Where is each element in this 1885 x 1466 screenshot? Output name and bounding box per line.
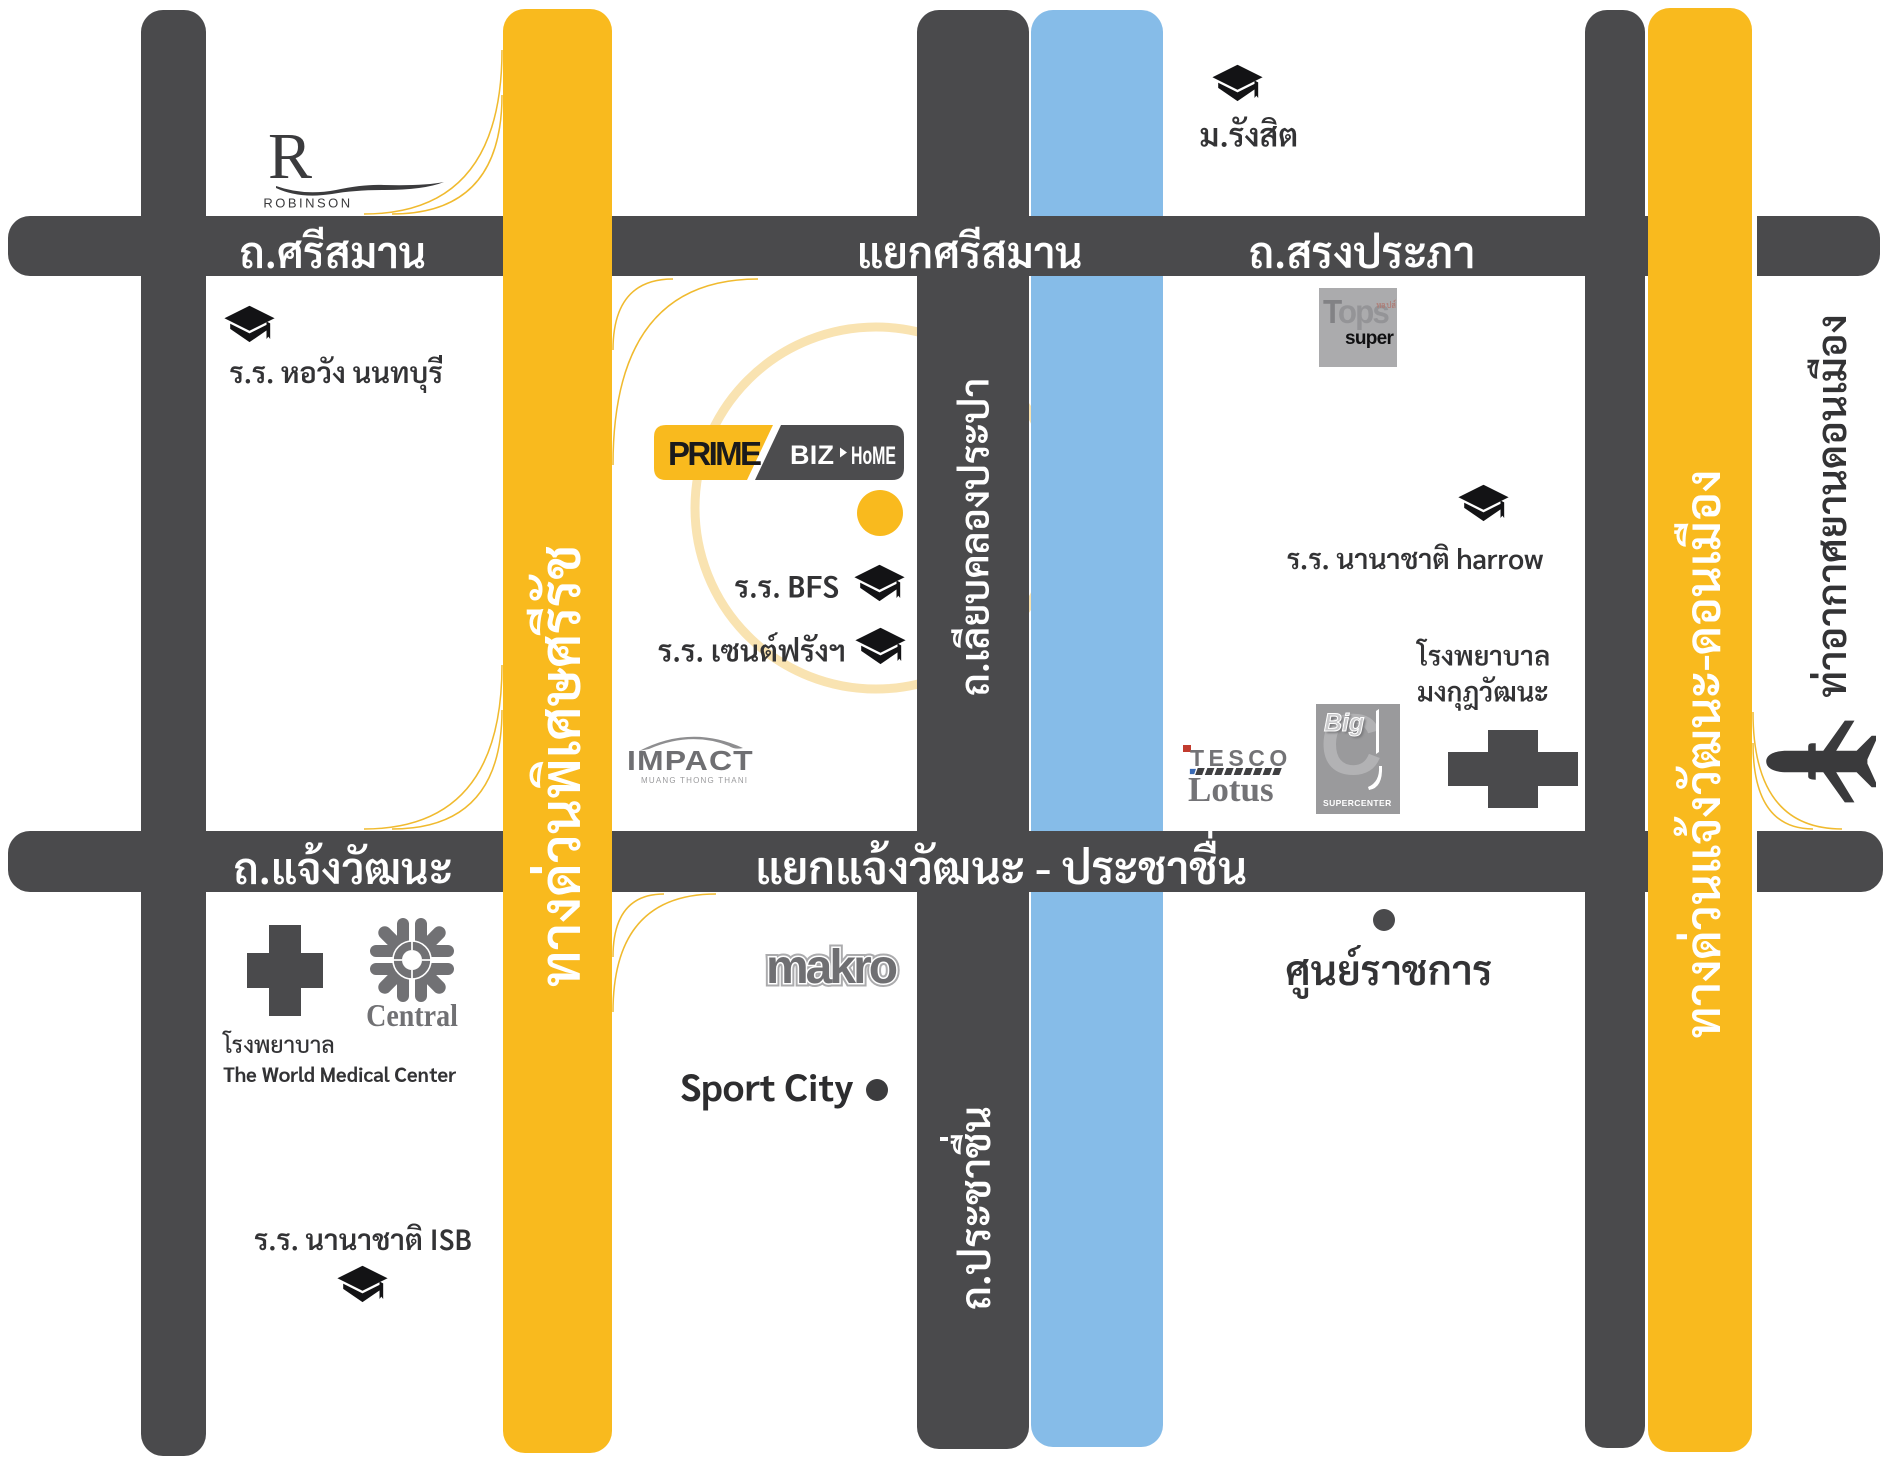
svg-text:HoME: HoME (851, 442, 896, 470)
svg-text:BIZ: BIZ (790, 440, 834, 470)
svg-text:PRIME: PRIME (668, 435, 762, 472)
